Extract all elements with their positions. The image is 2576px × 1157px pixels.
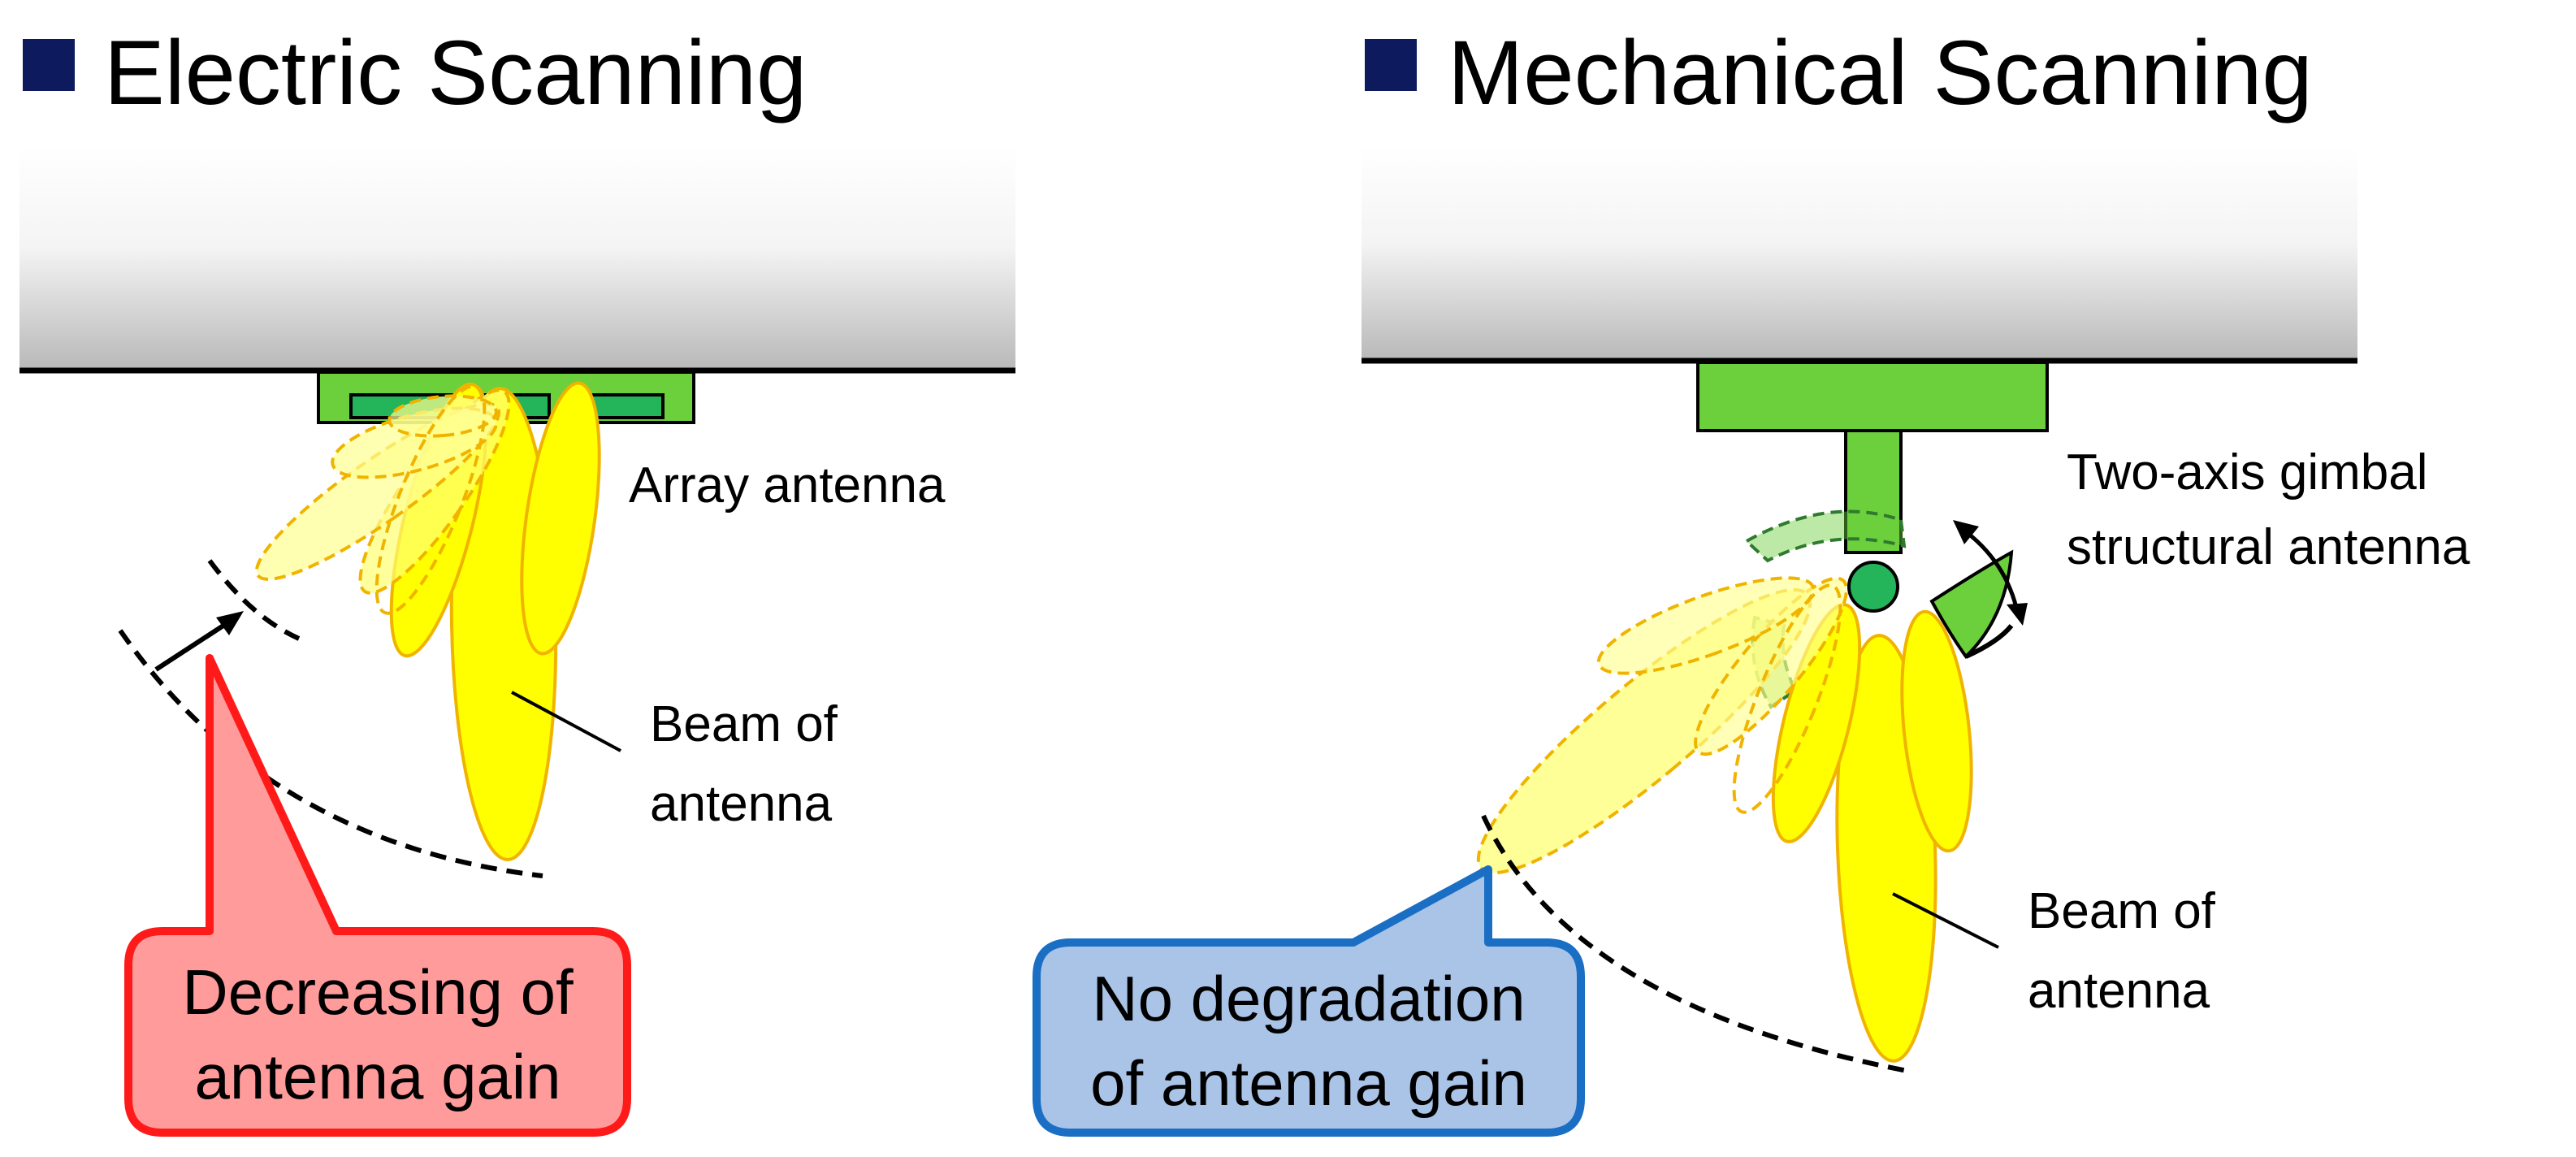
electric-scanning-panel: Electric Scanning Array antenna Beam of … [19,22,1015,1137]
gimbal-base [1696,361,2049,432]
callout-text-line2: antenna gain [194,1041,561,1112]
callout-text-line1: Decreasing of [182,956,574,1028]
mechanical-scanning-title: Mechanical Scanning [1448,22,2313,124]
callout-text-line2: of antenna gain [1090,1047,1527,1119]
gimbal-arm-edge [1964,624,2014,659]
gimbal-stem [1844,429,1903,554]
scanned-beam [1596,576,1816,675]
beam-leader-line [1892,892,1999,949]
beam-leader-line [511,691,621,752]
mechanical-scanning-panel: Mechanical Scanning Two-axis gimbal [1033,22,2470,1137]
array-antenna-label: Array antenna [629,457,946,514]
scanned-beam [1732,583,1842,814]
reduced-range-arc [207,559,301,641]
beam-label-line2: antenna [2028,963,2210,1019]
gimbal-label-line2: structural antenna [2067,519,2470,575]
antenna-beam [520,381,601,656]
scanned-beam [1476,587,1812,875]
callout-text-line1: No degradation [1092,963,1525,1034]
beam-label-line1: Beam of [650,696,838,752]
rotation-arrow-head-icon [1953,520,1979,544]
gain-decrease-callout [124,654,631,1137]
title-square-icon [23,39,75,91]
no-degradation-callout [1033,865,1585,1137]
rotation-arrow-head-icon [2007,603,2028,626]
gimbal-arm [1929,549,2014,660]
gimbal-pivot [1847,561,1899,613]
full-range-arc [1481,814,1908,1073]
gimbal-arm-scanned [1743,509,1907,563]
antenna-beam [1771,603,1862,843]
beam-label-line2: antenna [650,776,833,832]
electric-scanning-title: Electric Scanning [104,22,807,124]
antenna-beam [1900,609,1973,853]
gimbal-label-line1: Two-axis gimbal [2067,444,2427,500]
scanned-beam [1694,576,1848,756]
gain-reduction-arrow [154,622,227,672]
ceiling-surface [1362,146,2357,361]
scanned-beam [374,384,487,615]
arrow-head-icon [216,611,244,635]
beam-label-line1: Beam of [2028,883,2216,939]
ceiling-surface [19,146,1015,370]
title-square-icon [1365,39,1417,91]
scanned-beam [387,394,498,438]
full-range-arc [118,629,543,878]
